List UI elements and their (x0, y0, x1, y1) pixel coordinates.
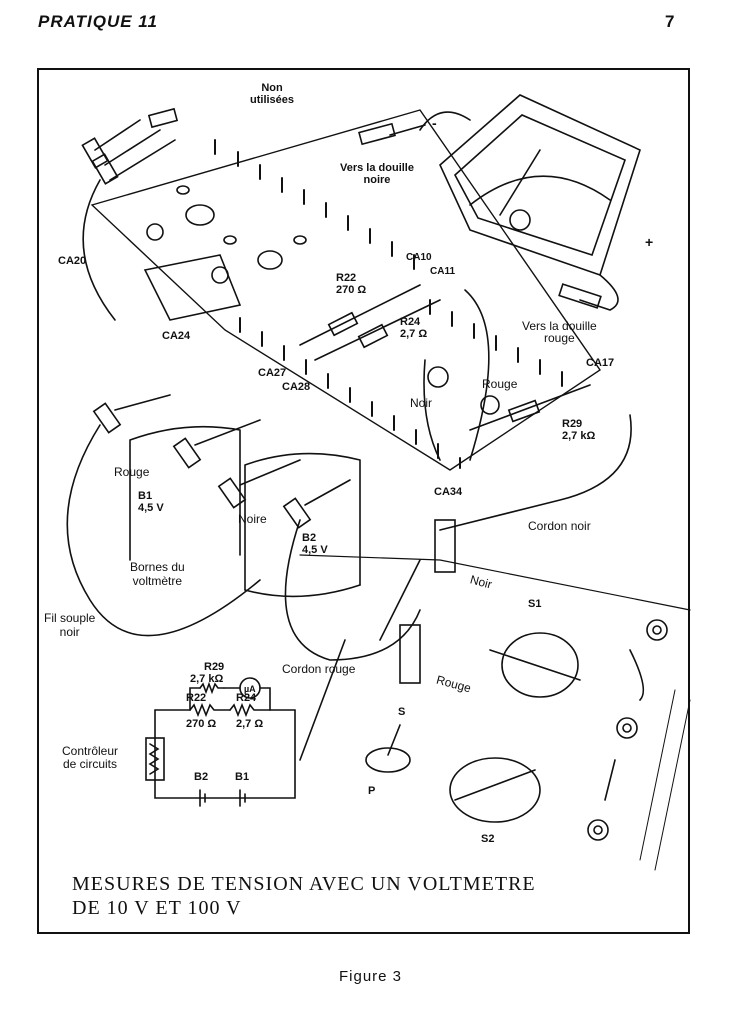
label-ca10: CA10 (406, 252, 432, 263)
label-ca27: CA27 (258, 367, 287, 379)
sch-label-r24-value: 2,7 Ω (236, 718, 264, 730)
sch-label-r29: R29 (204, 661, 225, 673)
label-meter-minus: - (432, 115, 437, 131)
label-ca34: CA34 (434, 486, 463, 498)
label-s1: S1 (528, 598, 542, 610)
label-meter-plus: + (645, 234, 654, 250)
sch-label-b1: B1 (235, 771, 250, 783)
figure-frame (37, 68, 690, 934)
label-rouge-left: Rouge (114, 465, 150, 479)
label-rouge-probe: Rouge (482, 377, 518, 391)
label-ca20: CA20 (58, 255, 87, 267)
label-ca24: CA24 (162, 330, 191, 342)
label-ca11: CA11 (430, 266, 456, 277)
sch-label-microammeter: µA (244, 684, 256, 694)
sch-label-r29-value: 2,7 kΩ (190, 673, 224, 685)
label-cordon-noir: Cordon noir (528, 519, 591, 533)
label-noire: Noire (238, 512, 267, 526)
figure-label: Figure 3 (338, 968, 403, 985)
section-header: PRATIQUE 11 (38, 12, 158, 31)
sch-label-r22: R22 (186, 692, 207, 704)
sch-label-r22-value: 270 Ω (186, 718, 217, 730)
label-noir-probe: Noir (410, 396, 433, 410)
sch-label-r24: R24 (236, 692, 257, 704)
sch-label-b2: B2 (194, 771, 209, 783)
label-cordon-rouge: Cordon rouge (282, 662, 356, 676)
label-s: S (398, 706, 406, 718)
label-p: P (368, 785, 376, 797)
page-number: 7 (665, 12, 675, 31)
label-ca28: CA28 (282, 381, 311, 393)
label-ca17: CA17 (586, 357, 615, 369)
label-s2: S2 (481, 833, 495, 845)
